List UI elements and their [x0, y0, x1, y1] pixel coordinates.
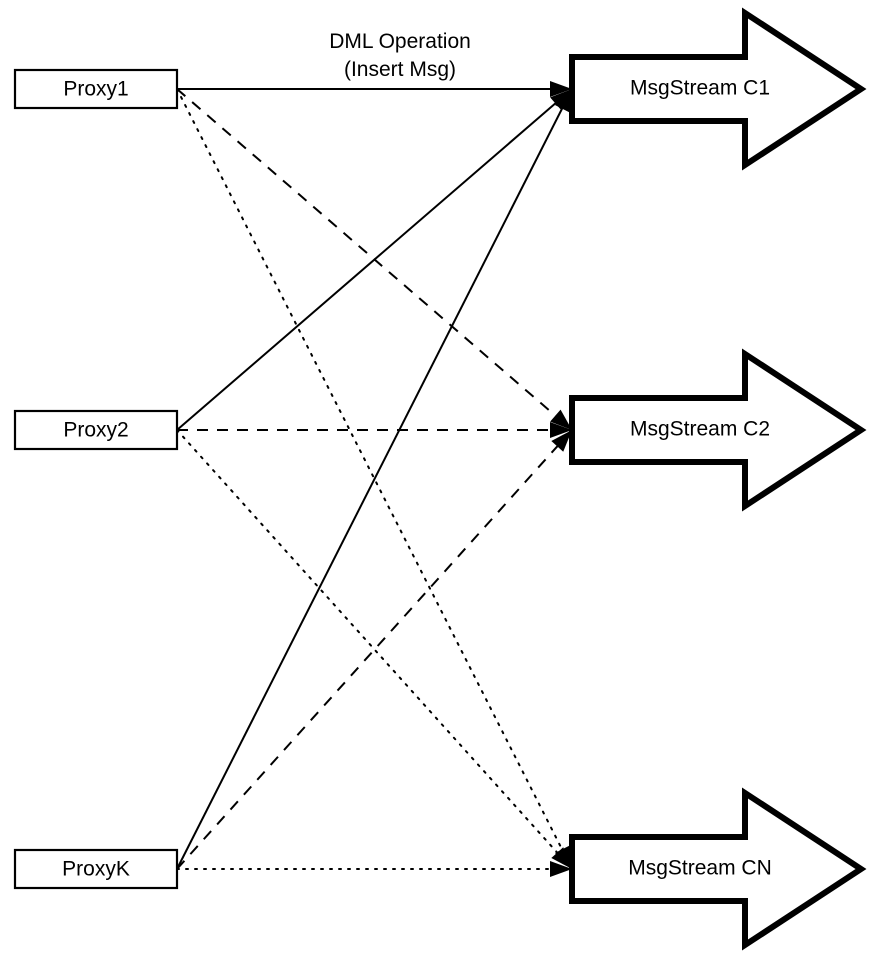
connector-pk-c2 — [176, 429, 573, 870]
msgstream-label-stream_c1: MsgStream C1 — [630, 77, 770, 100]
arrowhead-p1-c2 — [550, 409, 572, 430]
msgstream-label-stream_c2: MsgStream C2 — [630, 418, 770, 441]
proxy-node-proxy2[interactable]: Proxy2 — [13, 409, 179, 451]
proxy-node-proxyK[interactable]: ProxyK — [13, 848, 179, 890]
msgstream-shape-stream_c1 — [569, 7, 867, 171]
arrowheads-group — [550, 81, 572, 877]
proxy-label-proxyK: ProxyK — [62, 858, 130, 881]
arrowhead-p2-cn — [551, 847, 572, 869]
proxy-box-proxy1 — [13, 68, 179, 110]
edge-label-line2: (Insert Msg) — [344, 58, 456, 81]
proxy-label-proxy2: Proxy2 — [63, 419, 128, 442]
connector-p2-cn — [176, 429, 573, 870]
msgstream-nodes-group: MsgStream C1 MsgStream C2 MsgStream CN — [569, 7, 867, 951]
arrowhead-pk-cn — [550, 861, 572, 877]
proxy-box-proxy2 — [13, 409, 179, 451]
dml-operation-edge-label: DML Operation (Insert Msg) — [329, 30, 471, 81]
msgstream-node-stream_c2[interactable]: MsgStream C2 — [569, 348, 867, 512]
msgstream-label-stream_cn: MsgStream CN — [628, 857, 772, 880]
proxy-label-proxy1: Proxy1 — [63, 78, 128, 101]
arrowhead-p2-c2 — [550, 422, 572, 438]
msgstream-node-stream_cn[interactable]: MsgStream CN — [569, 787, 867, 951]
arrowhead-p2-c1 — [550, 89, 572, 110]
proxy-node-proxy1[interactable]: Proxy1 — [13, 68, 179, 110]
connector-p1-cn — [176, 88, 573, 870]
connector-links-group — [176, 88, 573, 870]
msgstream-shape-stream_cn — [569, 787, 867, 951]
arrowhead-pk-c1 — [554, 89, 572, 113]
connector-p2-c1 — [176, 88, 573, 431]
arrowhead-p1-c1 — [550, 81, 572, 97]
connector-pk-c1 — [176, 88, 573, 870]
msgstream-shape-stream_c2 — [569, 348, 867, 512]
arrowhead-pk-c2 — [551, 430, 572, 452]
msgstream-node-stream_c1[interactable]: MsgStream C1 — [569, 7, 867, 171]
proxy-box-proxyK — [13, 848, 179, 890]
edge-label-line1: DML Operation — [329, 30, 471, 53]
